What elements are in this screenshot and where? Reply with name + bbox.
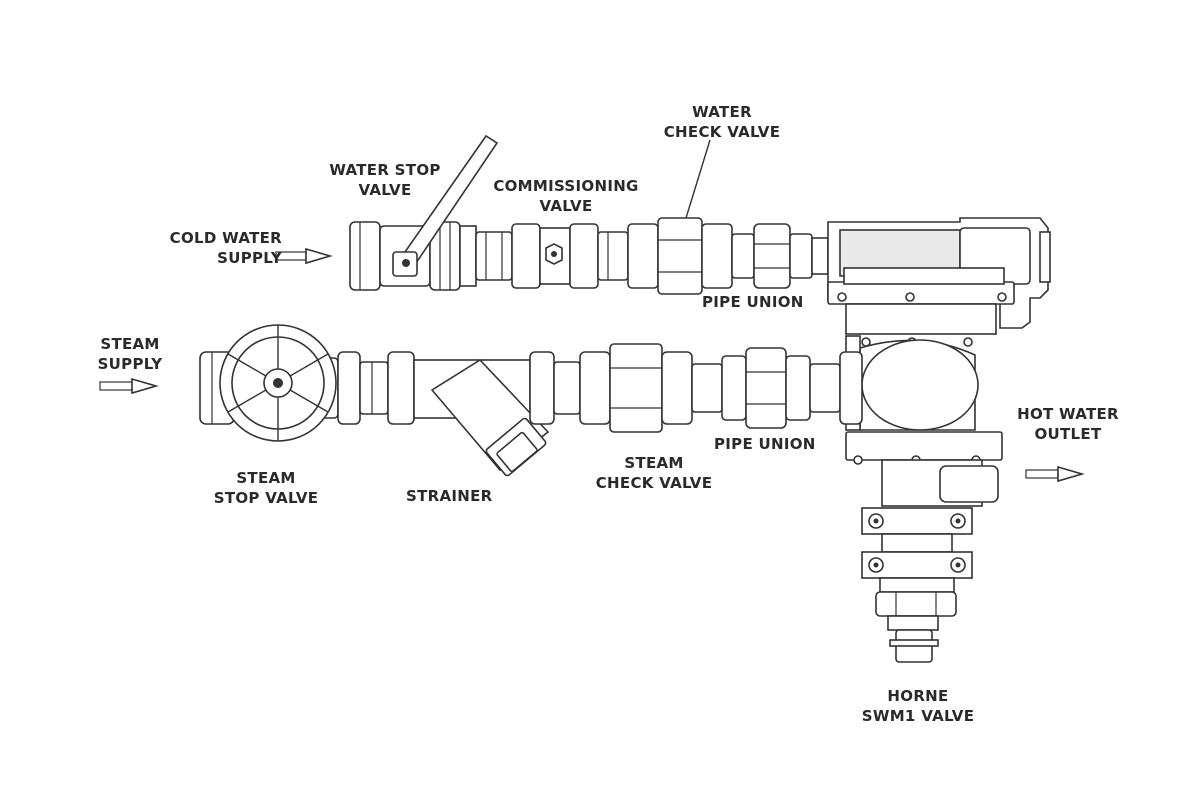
- label-steam-check-valve: STEAM CHECK VALVE: [596, 453, 713, 493]
- label-hot-water-outlet: HOT WATER OUTLET: [1017, 404, 1119, 444]
- label-line: SWM1 VALVE: [861, 707, 975, 725]
- label-water-check-valve: WATER CHECK VALVE: [664, 102, 781, 142]
- label-line: STEAM: [236, 469, 296, 487]
- strainer: [387, 351, 555, 477]
- cold-water-arrow-icon: [275, 247, 333, 265]
- label-line: STEAM: [100, 335, 160, 353]
- label-steam-stop-valve: STEAM STOP VALVE: [214, 468, 319, 508]
- label-line: HOT WATER: [1017, 405, 1119, 423]
- label-line: STOP VALVE: [213, 489, 319, 507]
- steam-line: [99, 324, 863, 477]
- pipe-union-bottom: [721, 347, 811, 429]
- label-horne-swm1-valve: HORNE SWM1 VALVE: [862, 686, 974, 726]
- label-line: SUPPLY: [217, 249, 282, 267]
- hot-water-arrow-icon: [1025, 465, 1085, 483]
- label-pipe-union-bottom: PIPE UNION: [714, 435, 816, 453]
- label-line: WATER STOP: [329, 161, 441, 179]
- label-line: HORNE: [887, 687, 949, 705]
- label-cold-water-supply: COLD WATER SUPPLY: [150, 228, 282, 268]
- label-line: COLD WATER: [169, 229, 282, 247]
- water-line: [275, 134, 829, 295]
- check-valve-leader-line: [685, 139, 711, 219]
- label-line: OUTLET: [1034, 425, 1102, 443]
- label-line: WATER: [692, 103, 752, 121]
- label-commissioning-valve: COMMISSIONING VALVE: [493, 176, 638, 216]
- label-line: VALVE: [539, 197, 593, 215]
- handwheel-icon: [219, 324, 337, 442]
- steam-supply-arrow-icon: [99, 377, 159, 395]
- label-steam-supply: STEAM SUPPLY: [98, 334, 163, 374]
- label-line: VALVE: [358, 181, 412, 199]
- label-strainer: STRAINER: [406, 487, 493, 505]
- label-line: COMMISSIONING: [493, 177, 639, 195]
- steam-check-valve: [579, 343, 693, 433]
- pipe-union-top: [731, 223, 829, 289]
- label-water-stop-valve: WATER STOP VALVE: [329, 160, 440, 200]
- label-line: CHECK VALVE: [663, 123, 781, 141]
- label-pipe-union-top: PIPE UNION: [702, 293, 804, 311]
- steam-stop-valve: [199, 324, 361, 442]
- commissioning-valve: [511, 223, 599, 289]
- water-check-valve: [627, 217, 733, 295]
- water-stop-valve: [349, 134, 499, 291]
- label-line: STEAM: [624, 454, 684, 472]
- label-line: CHECK VALVE: [595, 474, 713, 492]
- label-line: SUPPLY: [97, 355, 163, 373]
